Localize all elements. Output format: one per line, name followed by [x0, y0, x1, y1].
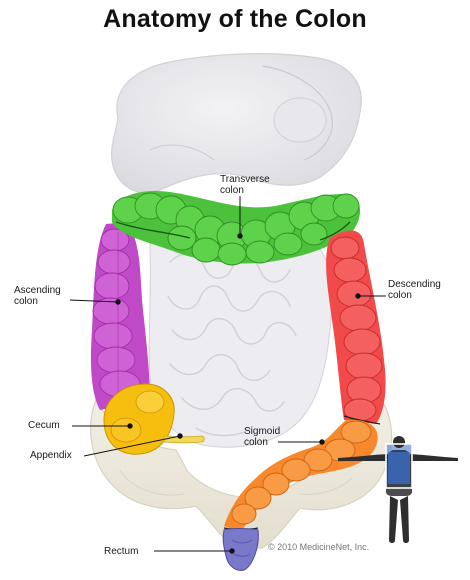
- human-figure-icon: [338, 436, 458, 543]
- label-transverse-line2: colon: [220, 185, 244, 196]
- label-ascending-colon: Ascending colon: [14, 285, 61, 307]
- label-cecum: Cecum: [28, 420, 60, 431]
- label-sigmoid-line2: colon: [244, 437, 268, 448]
- label-transverse-line1: Transverse: [220, 174, 270, 185]
- leader-ascending: [69, 299, 119, 303]
- label-sigmoid-line1: Sigmoid: [244, 426, 281, 437]
- descending-colon: [326, 230, 386, 425]
- copyright-notice: © 2010 MedicineNet, Inc.: [268, 542, 370, 552]
- label-sigmoid-colon: Sigmoid colon: [244, 426, 280, 448]
- appendix: [163, 435, 205, 444]
- label-appendix: Appendix: [30, 450, 72, 461]
- label-ascending-line1: Ascending: [14, 285, 61, 296]
- label-transverse-colon: Transverse colon: [220, 174, 270, 196]
- liver-shape: [111, 53, 362, 194]
- leader-appendix: [83, 435, 181, 457]
- rectum: [222, 528, 259, 571]
- ascending-colon: [90, 222, 150, 410]
- label-rectum: Rectum: [104, 546, 139, 557]
- label-descending-line2: colon: [388, 290, 412, 301]
- label-descending-line1: Descending: [388, 279, 441, 290]
- transverse-colon: [112, 190, 361, 266]
- sigmoid-colon: [223, 419, 378, 532]
- label-descending-colon: Descending colon: [388, 279, 441, 301]
- leader-lines: [69, 196, 386, 554]
- diagram-title: Anatomy of the Colon: [103, 5, 367, 33]
- label-ascending-line2: colon: [14, 296, 38, 307]
